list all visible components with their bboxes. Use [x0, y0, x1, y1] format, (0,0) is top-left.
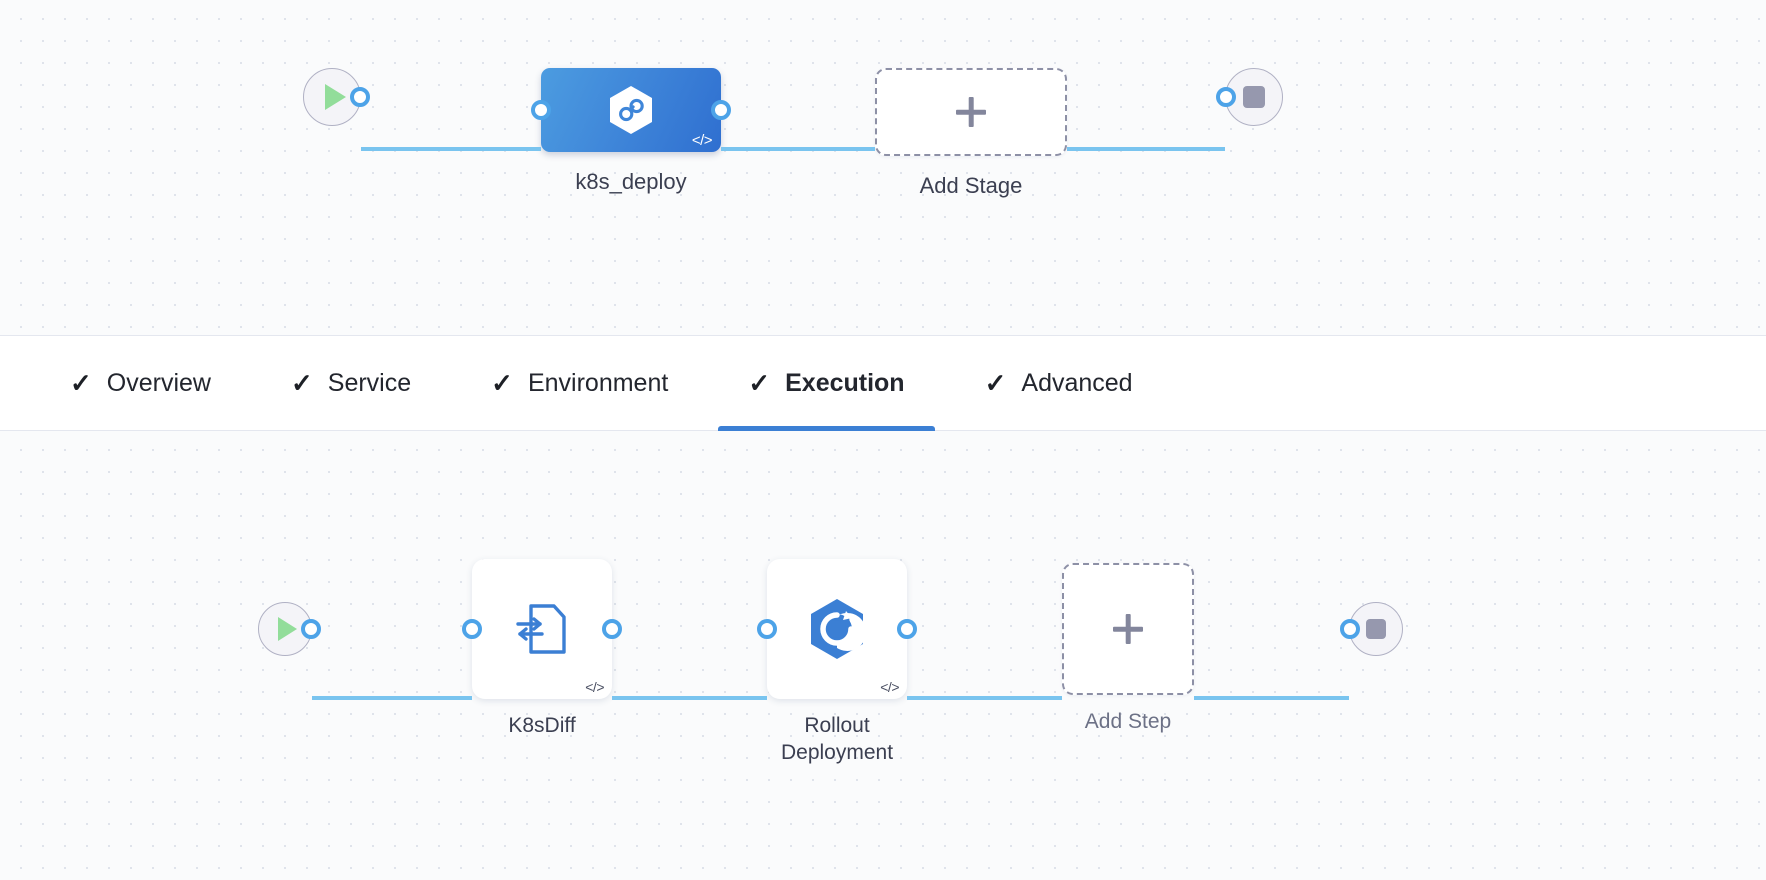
- stage-pipeline: </> k8s_deploy Add Stage: [303, 68, 1283, 200]
- connector-dot[interactable]: [602, 619, 622, 639]
- k8s-diff-document-icon: [516, 604, 566, 654]
- add-step-label: Add Step: [1084, 710, 1172, 733]
- stage-link-3: [1067, 146, 1225, 151]
- plus-icon: [1113, 614, 1143, 644]
- stage-end-node[interactable]: [1216, 68, 1283, 126]
- connector-dot[interactable]: [897, 619, 917, 639]
- stop-icon: [1243, 86, 1265, 108]
- code-view-badge-icon[interactable]: </>: [585, 679, 604, 695]
- stage-start-node-wrap: [303, 68, 370, 126]
- stage-node-k8s-deploy-wrap: </> k8s_deploy: [531, 68, 731, 196]
- step-start-node[interactable]: [258, 602, 321, 656]
- tab-label: Advanced: [1021, 368, 1133, 397]
- step-node-rollout-deployment-wrap: </> Rollout Deployment: [757, 559, 917, 767]
- step-link-1: [312, 695, 472, 700]
- connector-dot[interactable]: [1340, 619, 1360, 639]
- connector-dot[interactable]: [1216, 87, 1236, 107]
- connector-dot[interactable]: [711, 100, 731, 120]
- check-icon: ✓: [290, 368, 313, 398]
- execution-steps-canvas[interactable]: </> K8sDiff: [0, 431, 1766, 880]
- step-node-label: K8sDiff: [508, 714, 576, 737]
- stage-canvas[interactable]: </> k8s_deploy Add Stage: [0, 0, 1766, 335]
- connector-dot[interactable]: [757, 619, 777, 639]
- tab-environment[interactable]: ✓ Environment: [451, 335, 708, 431]
- tab-label: Execution: [785, 368, 905, 397]
- code-view-badge-icon[interactable]: </>: [880, 679, 899, 695]
- play-icon: [278, 617, 297, 641]
- stage-link-1: [361, 146, 541, 151]
- tab-execution[interactable]: ✓ Execution: [708, 335, 944, 432]
- check-icon: ✓: [70, 368, 92, 398]
- connector-dot[interactable]: [462, 619, 482, 639]
- connector-dot[interactable]: [350, 87, 370, 107]
- stage-link-2: [721, 146, 875, 151]
- tab-service[interactable]: ✓ Service: [251, 335, 451, 431]
- add-stage-label: Add Stage: [919, 173, 1023, 198]
- tab-label: Service: [327, 368, 412, 397]
- check-icon: ✓: [984, 368, 1007, 398]
- step-node-rollout-deployment[interactable]: </>: [757, 559, 917, 699]
- step-node-k8sdiff[interactable]: </>: [462, 559, 622, 699]
- connector-dot[interactable]: [301, 619, 321, 639]
- tab-advanced[interactable]: ✓ Advanced: [945, 335, 1173, 431]
- rollout-deployment-hexagon-icon: [811, 599, 867, 659]
- play-icon: [324, 84, 346, 110]
- check-icon: ✓: [748, 368, 771, 398]
- tab-label: Overview: [106, 368, 211, 397]
- plus-icon: [956, 97, 986, 127]
- stage-start-node[interactable]: [303, 68, 370, 126]
- stage-end-node-wrap: [1216, 68, 1283, 126]
- step-node-k8sdiff-wrap: </> K8sDiff: [462, 559, 622, 740]
- check-icon: ✓: [491, 368, 513, 398]
- tab-overview[interactable]: ✓ Overview: [30, 335, 251, 431]
- stage-node-label: k8s_deploy: [575, 169, 687, 194]
- tab-label: Environment: [527, 368, 669, 397]
- step-link-4: [1194, 695, 1349, 700]
- stage-config-tabs: ✓ Overview ✓ Service ✓ Environment ✓ Exe…: [0, 335, 1766, 432]
- step-pipeline: </> K8sDiff: [258, 559, 1403, 767]
- step-link-2: [612, 695, 767, 700]
- code-view-badge-icon[interactable]: </>: [691, 132, 713, 149]
- add-stage-node-wrap: Add Stage: [875, 68, 1067, 200]
- step-end-node-wrap: [1340, 559, 1403, 656]
- stage-node-k8s-deploy[interactable]: </>: [531, 68, 731, 152]
- stop-icon: [1366, 619, 1386, 639]
- step-link-3: [907, 695, 1062, 700]
- step-start-node-wrap: [258, 559, 321, 656]
- connector-dot[interactable]: [531, 100, 551, 120]
- add-step-button[interactable]: [1062, 563, 1194, 695]
- step-node-label: Rollout Deployment: [780, 714, 894, 764]
- harness-cd-hexagon-icon: [610, 86, 652, 134]
- add-stage-button[interactable]: [875, 68, 1067, 156]
- add-step-node-wrap: Add Step: [1062, 559, 1194, 736]
- step-end-node[interactable]: [1340, 602, 1403, 656]
